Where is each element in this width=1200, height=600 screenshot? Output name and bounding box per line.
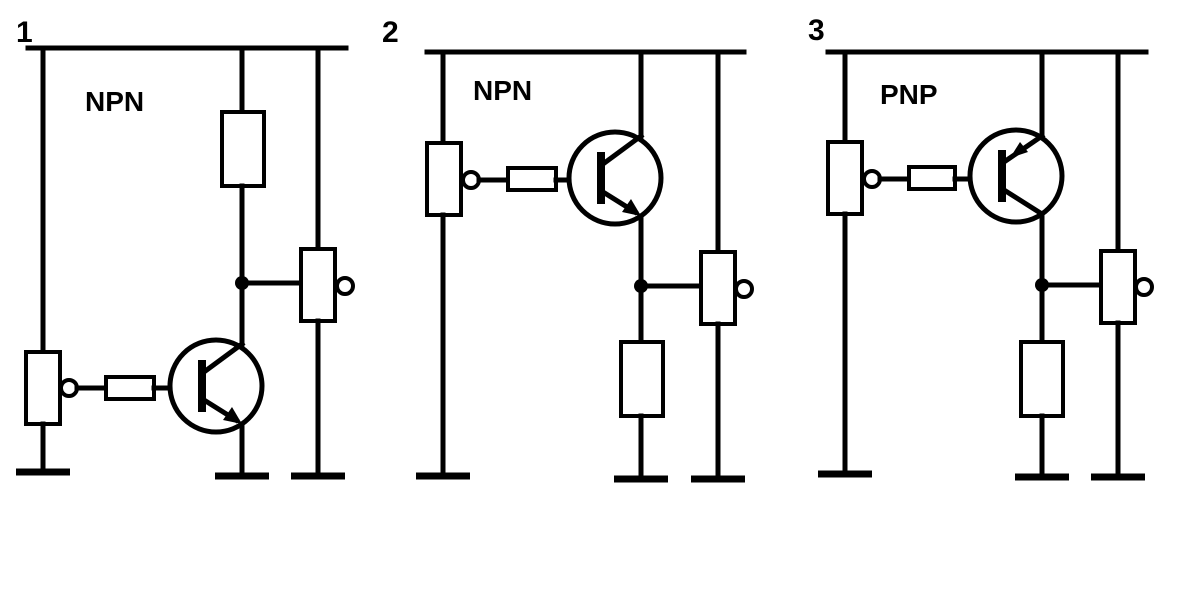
circuit-2-output-wiper — [734, 279, 754, 299]
circuit-1-type-label: NPN — [85, 86, 144, 117]
circuit-1-base-resistor — [104, 375, 156, 401]
circuit-3-output-wiper — [1134, 277, 1154, 297]
circuit-2-emitter-resistor — [619, 340, 665, 418]
circuit-3-collector-resistor — [1019, 340, 1065, 418]
circuit-1-collector-resistor — [220, 110, 266, 188]
circuit-3: 3 PNP — [808, 14, 1154, 481]
circuit-3-number: 3 — [808, 14, 825, 47]
circuit-3-input-potentiometer — [826, 140, 864, 216]
circuit-1: 1 NPN — [16, 16, 355, 480]
circuit-3-base-resistor — [907, 165, 957, 191]
circuit-3-output-potentiometer — [1099, 249, 1137, 325]
circuit-3-pnp-transistor — [967, 127, 1065, 225]
circuit-2-npn-transistor — [566, 129, 664, 227]
circuit-1-input-potentiometer — [24, 350, 62, 426]
circuit-2-type-label: NPN — [473, 75, 532, 106]
circuit-1-output-potentiometer — [299, 247, 337, 323]
circuit-1-npn-transistor — [167, 337, 265, 435]
circuit-2-input-potentiometer — [425, 141, 463, 217]
circuit-1-output-wiper — [335, 276, 355, 296]
circuit-2-number: 2 — [382, 16, 399, 49]
circuit-2-output-potentiometer — [699, 250, 737, 326]
circuit-2: 2 NPN — [382, 16, 754, 483]
circuit-3-type-label: PNP — [880, 79, 938, 110]
circuit-2-base-resistor — [506, 166, 558, 192]
circuit-1-number: 1 — [16, 16, 33, 49]
